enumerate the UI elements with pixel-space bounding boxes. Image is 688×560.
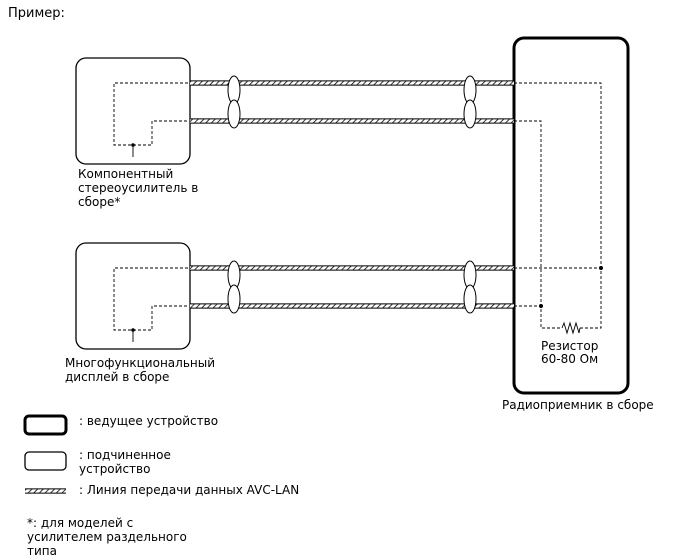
footnote-line-3: типа (27, 544, 57, 558)
resistor-label-line-1: Резистор (541, 339, 598, 353)
amplifier-label-line-3: сборе* (78, 195, 120, 209)
amplifier-junction-dot (131, 143, 135, 147)
radio-internal-circuit (514, 82, 603, 335)
radio-minus-line (514, 120, 562, 329)
display-device (75, 242, 191, 350)
twist-mark (227, 75, 241, 129)
legend-slave-label-line-2: устройство (79, 462, 150, 476)
junction-dot (539, 304, 543, 308)
legend-master-label: : ведущее устройство (79, 414, 218, 428)
twist-mark (463, 75, 477, 129)
radio-plus-line (514, 82, 602, 329)
display-label-line-1: Многофункциональный (65, 356, 215, 370)
resistor-label-line-2: 60-80 Ом (541, 352, 598, 366)
display-box (75, 242, 191, 350)
amplifier-box (75, 57, 191, 165)
avc-lan-wires (190, 80, 514, 309)
legend-slave-swatch (24, 451, 67, 471)
legend-slave-label-line-1: : подчиненное (79, 448, 171, 462)
legend: : ведущее устройство : подчиненное устро… (23, 414, 299, 497)
radio-master-box (512, 36, 630, 395)
footnote-line-2: усилителем раздельного (27, 530, 187, 544)
amplifier-device (75, 57, 191, 165)
amplifier-label-line-1: Компонентный (78, 167, 173, 181)
twist-mark (463, 260, 477, 314)
diagram-title: Пример: (8, 6, 65, 21)
legend-master-swatch (23, 414, 68, 436)
junction-dot (599, 266, 603, 270)
display-label-line-2: дисплей в сборе (65, 370, 169, 384)
footnote-line-1: *: для моделей с (27, 516, 133, 530)
twist-mark (227, 260, 241, 314)
display-junction-dot (131, 328, 135, 332)
resistor-symbol (561, 321, 581, 335)
legend-line-label: : Линия передачи данных AVC-LAN (79, 483, 299, 497)
twisted-pair-marks (227, 75, 477, 314)
amplifier-label-line-2: стереоусилитель в (78, 181, 198, 195)
radio-label: Радиоприемник в сборе (502, 398, 654, 412)
